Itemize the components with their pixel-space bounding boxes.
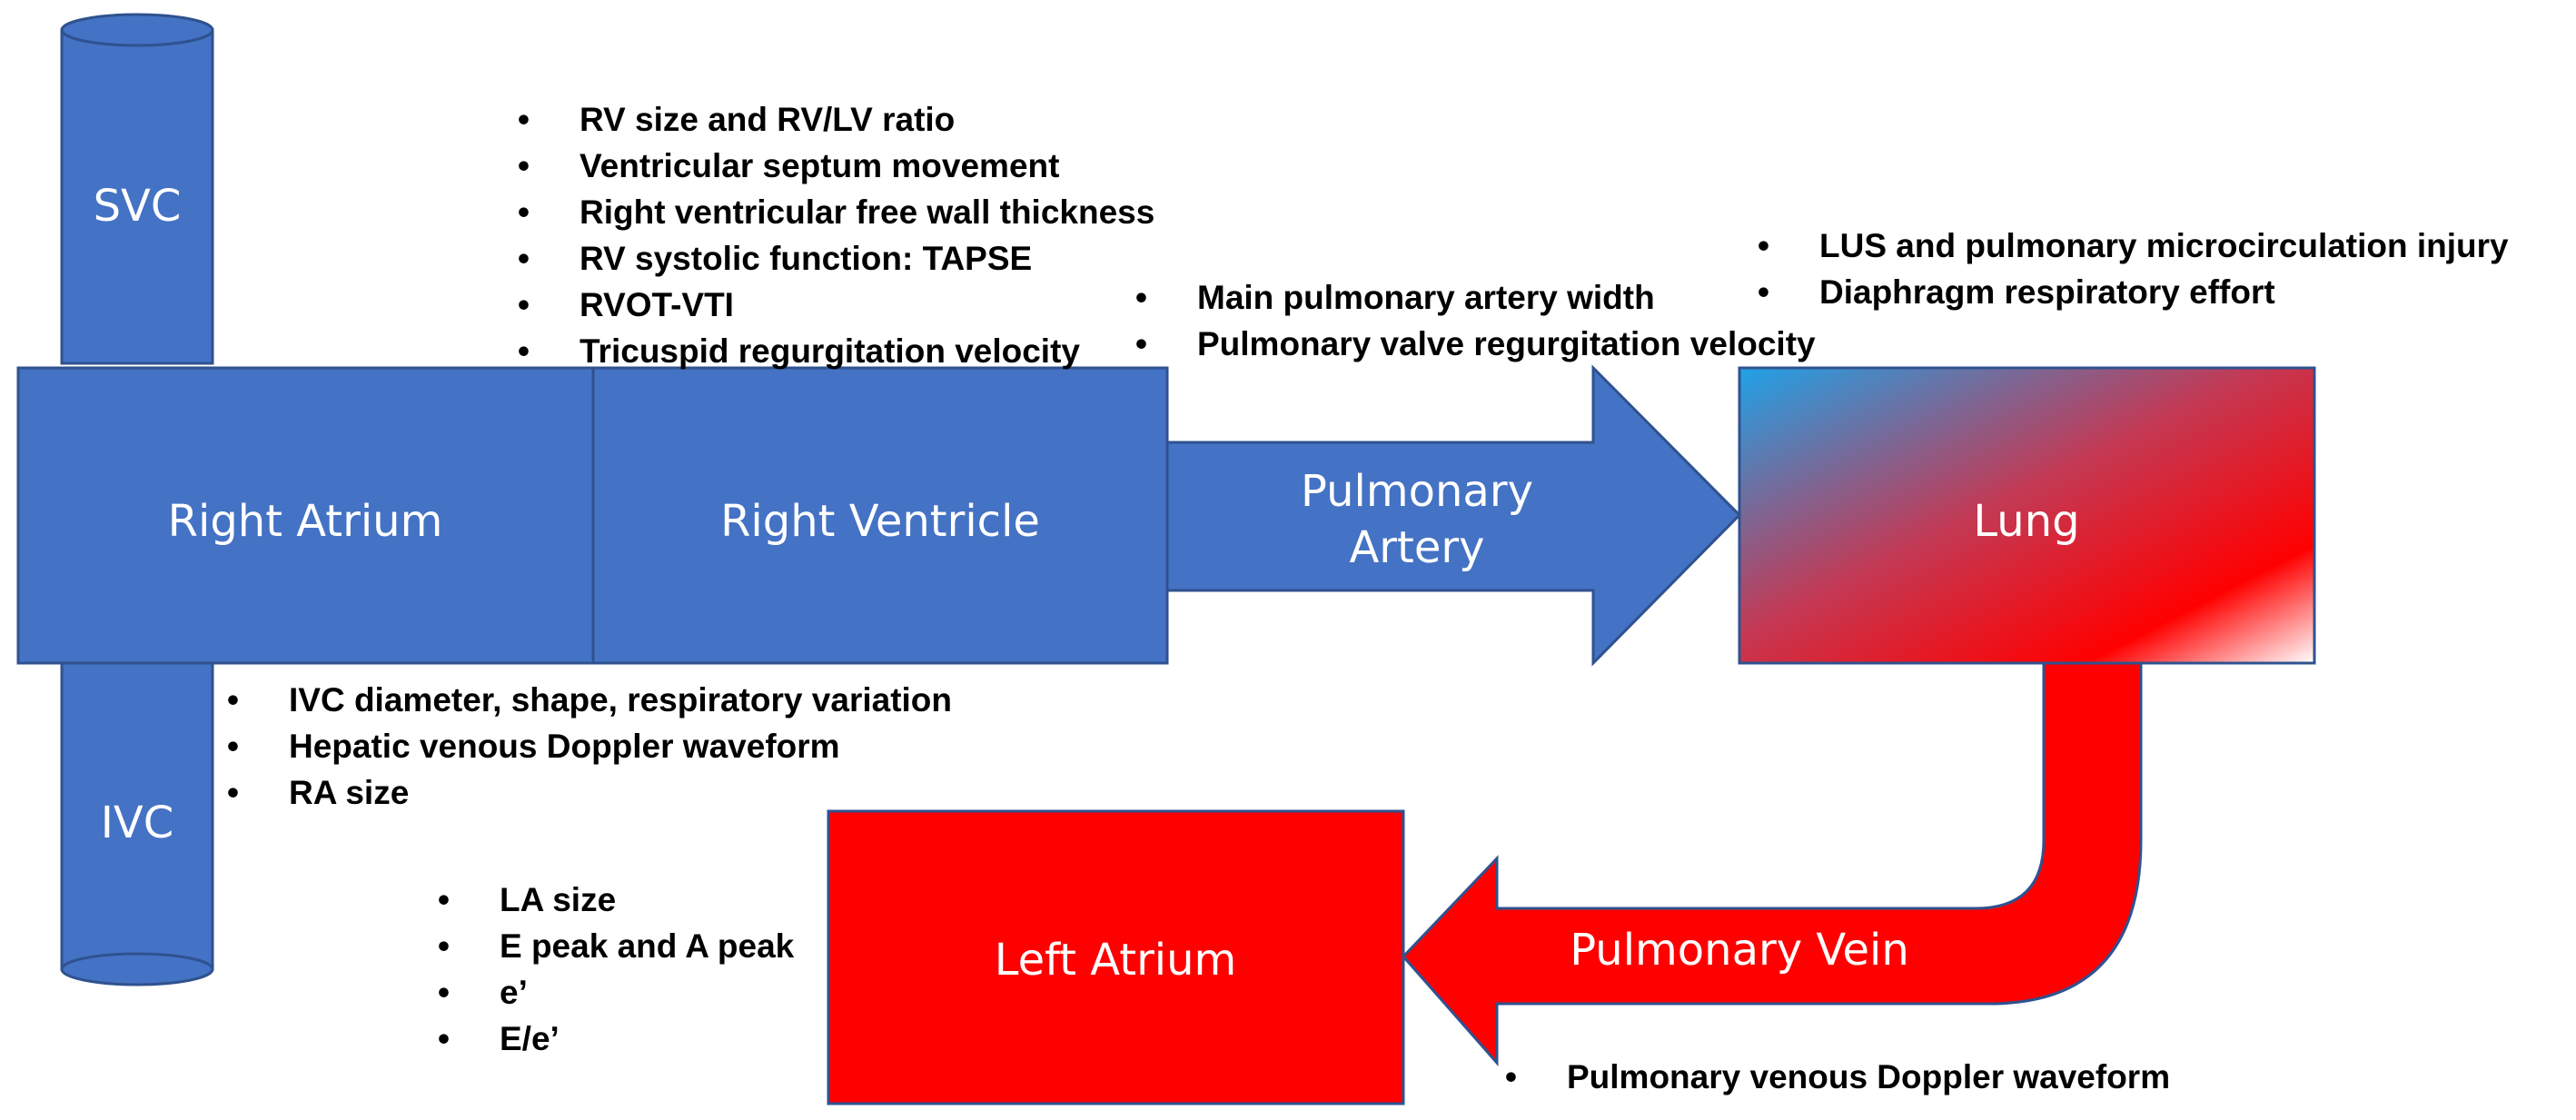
ivc-cylinder: IVC bbox=[60, 652, 214, 986]
annotation-item: Hepatic venous Doppler waveform bbox=[227, 723, 952, 769]
left-atrium-box: Left Atrium bbox=[827, 809, 1405, 1105]
lung-label: Lung bbox=[1973, 496, 2079, 547]
annotation-item: e’ bbox=[438, 969, 794, 1016]
left-atrium-annotations: LA size E peak and A peak e’ E/e’ bbox=[438, 877, 794, 1062]
annotation-item: RA size bbox=[227, 769, 952, 816]
svc-label: SVC bbox=[94, 181, 182, 232]
ivc-label: IVC bbox=[101, 798, 174, 848]
right-ventricle-label: Right Ventricle bbox=[720, 496, 1040, 547]
annotation-item: LA size bbox=[438, 877, 794, 923]
annotation-item: Right ventricular free wall thickness bbox=[518, 189, 1154, 235]
annotation-item: RV size and RV/LV ratio bbox=[518, 96, 1154, 143]
annotation-item: IVC diameter, shape, respiratory variati… bbox=[227, 677, 952, 723]
ivc-annotations: IVC diameter, shape, respiratory variati… bbox=[227, 677, 952, 816]
pulmonary-vein-arrow: Pulmonary Vein bbox=[1401, 661, 2143, 1066]
annotation-item: LUS and pulmonary microcirculation injur… bbox=[1758, 223, 2509, 269]
annotation-item: Main pulmonary artery width bbox=[1135, 274, 1816, 321]
annotation-item: Pulmonary valve regurgitation velocity bbox=[1135, 321, 1816, 367]
pulmonary-artery-annotations: Main pulmonary artery width Pulmonary va… bbox=[1135, 274, 1816, 367]
pulmonary-artery-arrow: Pulmonary Artery bbox=[1165, 364, 1742, 667]
lung-box: Lung bbox=[1738, 366, 2316, 665]
pulmonary-vein-label: Pulmonary Vein bbox=[1570, 925, 1909, 976]
right-atrium-label: Right Atrium bbox=[168, 496, 443, 547]
lung-annotations: LUS and pulmonary microcirculation injur… bbox=[1758, 223, 2509, 315]
svc-cylinder: SVC bbox=[60, 13, 214, 365]
right-heart-block: Right Atrium Right Ventricle bbox=[16, 366, 1169, 665]
right-atrium-box bbox=[16, 366, 595, 665]
annotation-item: E/e’ bbox=[438, 1016, 794, 1062]
annotation-item: Diaphragm respiratory effort bbox=[1758, 269, 2509, 315]
annotation-item: RV systolic function: TAPSE bbox=[518, 235, 1154, 282]
right-ventricle-box bbox=[591, 366, 1169, 665]
pulmonary-artery-label-line2: Artery bbox=[1349, 522, 1484, 573]
right-heart-annotations: RV size and RV/LV ratio Ventricular sept… bbox=[518, 96, 1154, 374]
annotation-item: Tricuspid regurgitation velocity bbox=[518, 328, 1154, 374]
pulmonary-vein-annotations: Pulmonary venous Doppler waveform bbox=[1505, 1054, 2170, 1100]
annotation-item: E peak and A peak bbox=[438, 923, 794, 969]
annotation-item: Pulmonary venous Doppler waveform bbox=[1505, 1054, 2170, 1100]
pulmonary-artery-label-line1: Pulmonary bbox=[1301, 466, 1533, 517]
left-atrium-label: Left Atrium bbox=[995, 935, 1237, 986]
annotation-item: RVOT-VTI bbox=[518, 282, 1154, 328]
annotation-item: Ventricular septum movement bbox=[518, 143, 1154, 189]
